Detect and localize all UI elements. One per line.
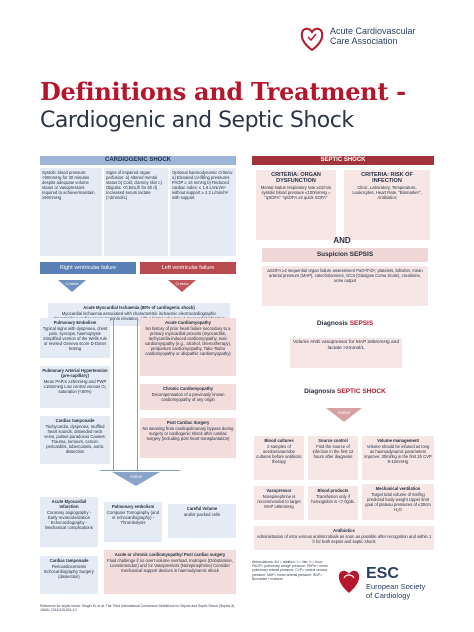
criteria-organ-dysfunction: CRITERIA: ORGAN DYSFUNCTION Mental statu… <box>256 170 336 240</box>
page-title: Definitions and Treatment - <box>40 77 406 106</box>
volume-management-box: Volume management Volume should be infus… <box>362 436 434 480</box>
antibiotics-box: Antibiotics Administration of intra veno… <box>254 526 434 550</box>
action-careful-volume-box: Careful Volume and/or packed cells <box>168 504 236 538</box>
post-cardiac-surgery-box: Post Cardiac Surgery No weaning from car… <box>140 418 236 458</box>
suspicion-sepsis-label: Suspicion SEPSIS <box>316 251 374 258</box>
pulmonary-arterial-hypertension-box: Pulmonary Arterial Hypertension (pre-cap… <box>40 366 110 408</box>
criteria-arrow-red-icon <box>168 280 196 292</box>
septic-shock-reference: Reference for septic shock: Singer M. et… <box>40 604 236 613</box>
criteria-arrow-blue-icon <box>58 280 86 292</box>
vasopressor-box: Vasopressor Norepinephrine is recommende… <box>254 486 304 520</box>
action-cardiomyopathy-box: Acute or chronic cardiomyopathy/ Post ca… <box>104 550 236 594</box>
volume-vasopressor-box: Volume AND vasopressor for MAP ≥65mmHg a… <box>290 338 402 368</box>
criteria-organ-perfusion: Signs of impaired organ perfusion: a) Al… <box>104 168 168 256</box>
connector-right <box>137 320 138 470</box>
sofa-criteria-box: ΔSOFA ≥2 sequential organ failure assess… <box>262 266 428 306</box>
diagnosis-sepsis-label: Diagnosis SEPSIS <box>316 320 374 327</box>
left-ventricular-failure: Left ventricular failure <box>140 262 236 274</box>
mechanical-ventilation-box: Mechanical ventilation Target tidal volu… <box>362 484 434 520</box>
esc-org-name: ESC European Society of Cardiology <box>366 565 426 601</box>
action-myocardial-infarction-box: Acute Myocardial Infarction Coronary ang… <box>40 497 98 547</box>
right-ventricular-failure: Right ventricular failure <box>40 262 136 274</box>
action-label-septic: Action <box>337 410 351 415</box>
diagnosis-septic-shock-label: Diagnosis SEPTIC SHOCK <box>304 388 386 395</box>
criteria-label-red: Criteria <box>175 281 189 286</box>
esc-heart-logo-icon <box>338 570 360 593</box>
criteria-label-blue: Criteria <box>65 281 79 286</box>
cardiac-tamponade-box: Cardiac tamponade Tachycardia, dyspnoea,… <box>40 416 110 464</box>
blood-cultures-box: Blood cultures 2 samples of aerobe/anaer… <box>254 436 304 480</box>
chronic-cardiomyopathy-box: Chronic Cardiomyopathy Decompensation of… <box>140 384 236 410</box>
action-arrow-icon <box>112 472 160 486</box>
acute-cardiomyopathy-box: Acute Cardiomyopathy No history of prior… <box>140 318 236 376</box>
septic-shock-header: SEPTIC SHOCK <box>252 156 434 165</box>
page-subtitle: Cardiogenic and Septic Shock <box>40 108 354 133</box>
action-pulmonary-embolism-box: Pulmonary embolism Computer Tomography (… <box>104 502 162 542</box>
criteria-risk-of-infection: CRITERIA: RISK OF INFECTION Clinic, Labo… <box>344 170 430 240</box>
suspicion-band <box>262 248 428 262</box>
action-cardiac-tamponade-box: Cardiac tamponade Pericardiocentesis Ech… <box>40 556 98 594</box>
acca-org-name: Acute Cardiovascular Care Association <box>330 26 416 46</box>
connector-bottom <box>100 470 180 471</box>
action-label-cardiogenic: Action <box>129 474 143 479</box>
criteria-haemodynamic: Optional haemodynamic Criteria: a) Eleva… <box>170 168 236 256</box>
cardiogenic-shock-header: CARDIOGENIC SHOCK <box>40 156 236 165</box>
blood-products-box: Blood products Transfusion only if hemog… <box>308 486 358 520</box>
and-label: AND <box>333 236 351 245</box>
septic-action-arrow-icon <box>326 408 362 422</box>
connector-left <box>113 320 114 470</box>
pulmonary-embolism-box: Pulmonary Embolism Typical signs with dy… <box>40 318 110 358</box>
source-control-box: Source control Find the source of infect… <box>308 436 358 480</box>
acca-heart-logo-icon <box>300 27 324 52</box>
abbreviations: Abbreviations: AU = addition; L = liter;… <box>252 560 328 581</box>
criteria-blood-pressure: Systolic blood pressure: <90mmHg for 30 … <box>40 168 102 256</box>
